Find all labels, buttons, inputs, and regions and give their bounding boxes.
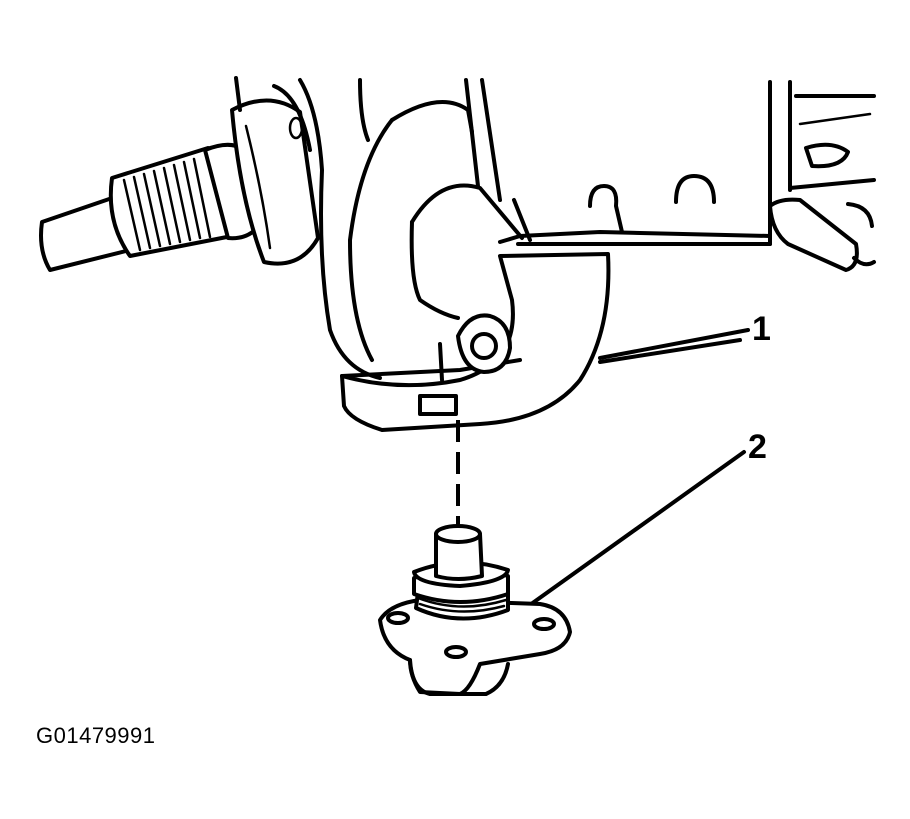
callout-label-2: 2 <box>748 428 767 466</box>
ball-joint <box>378 524 572 696</box>
axle-shaft <box>39 98 320 272</box>
figure-id: G01479991 <box>36 723 156 748</box>
steering-knuckle <box>234 76 876 432</box>
callout-leaders <box>456 328 750 614</box>
callout-label-1: 1 <box>752 310 771 348</box>
